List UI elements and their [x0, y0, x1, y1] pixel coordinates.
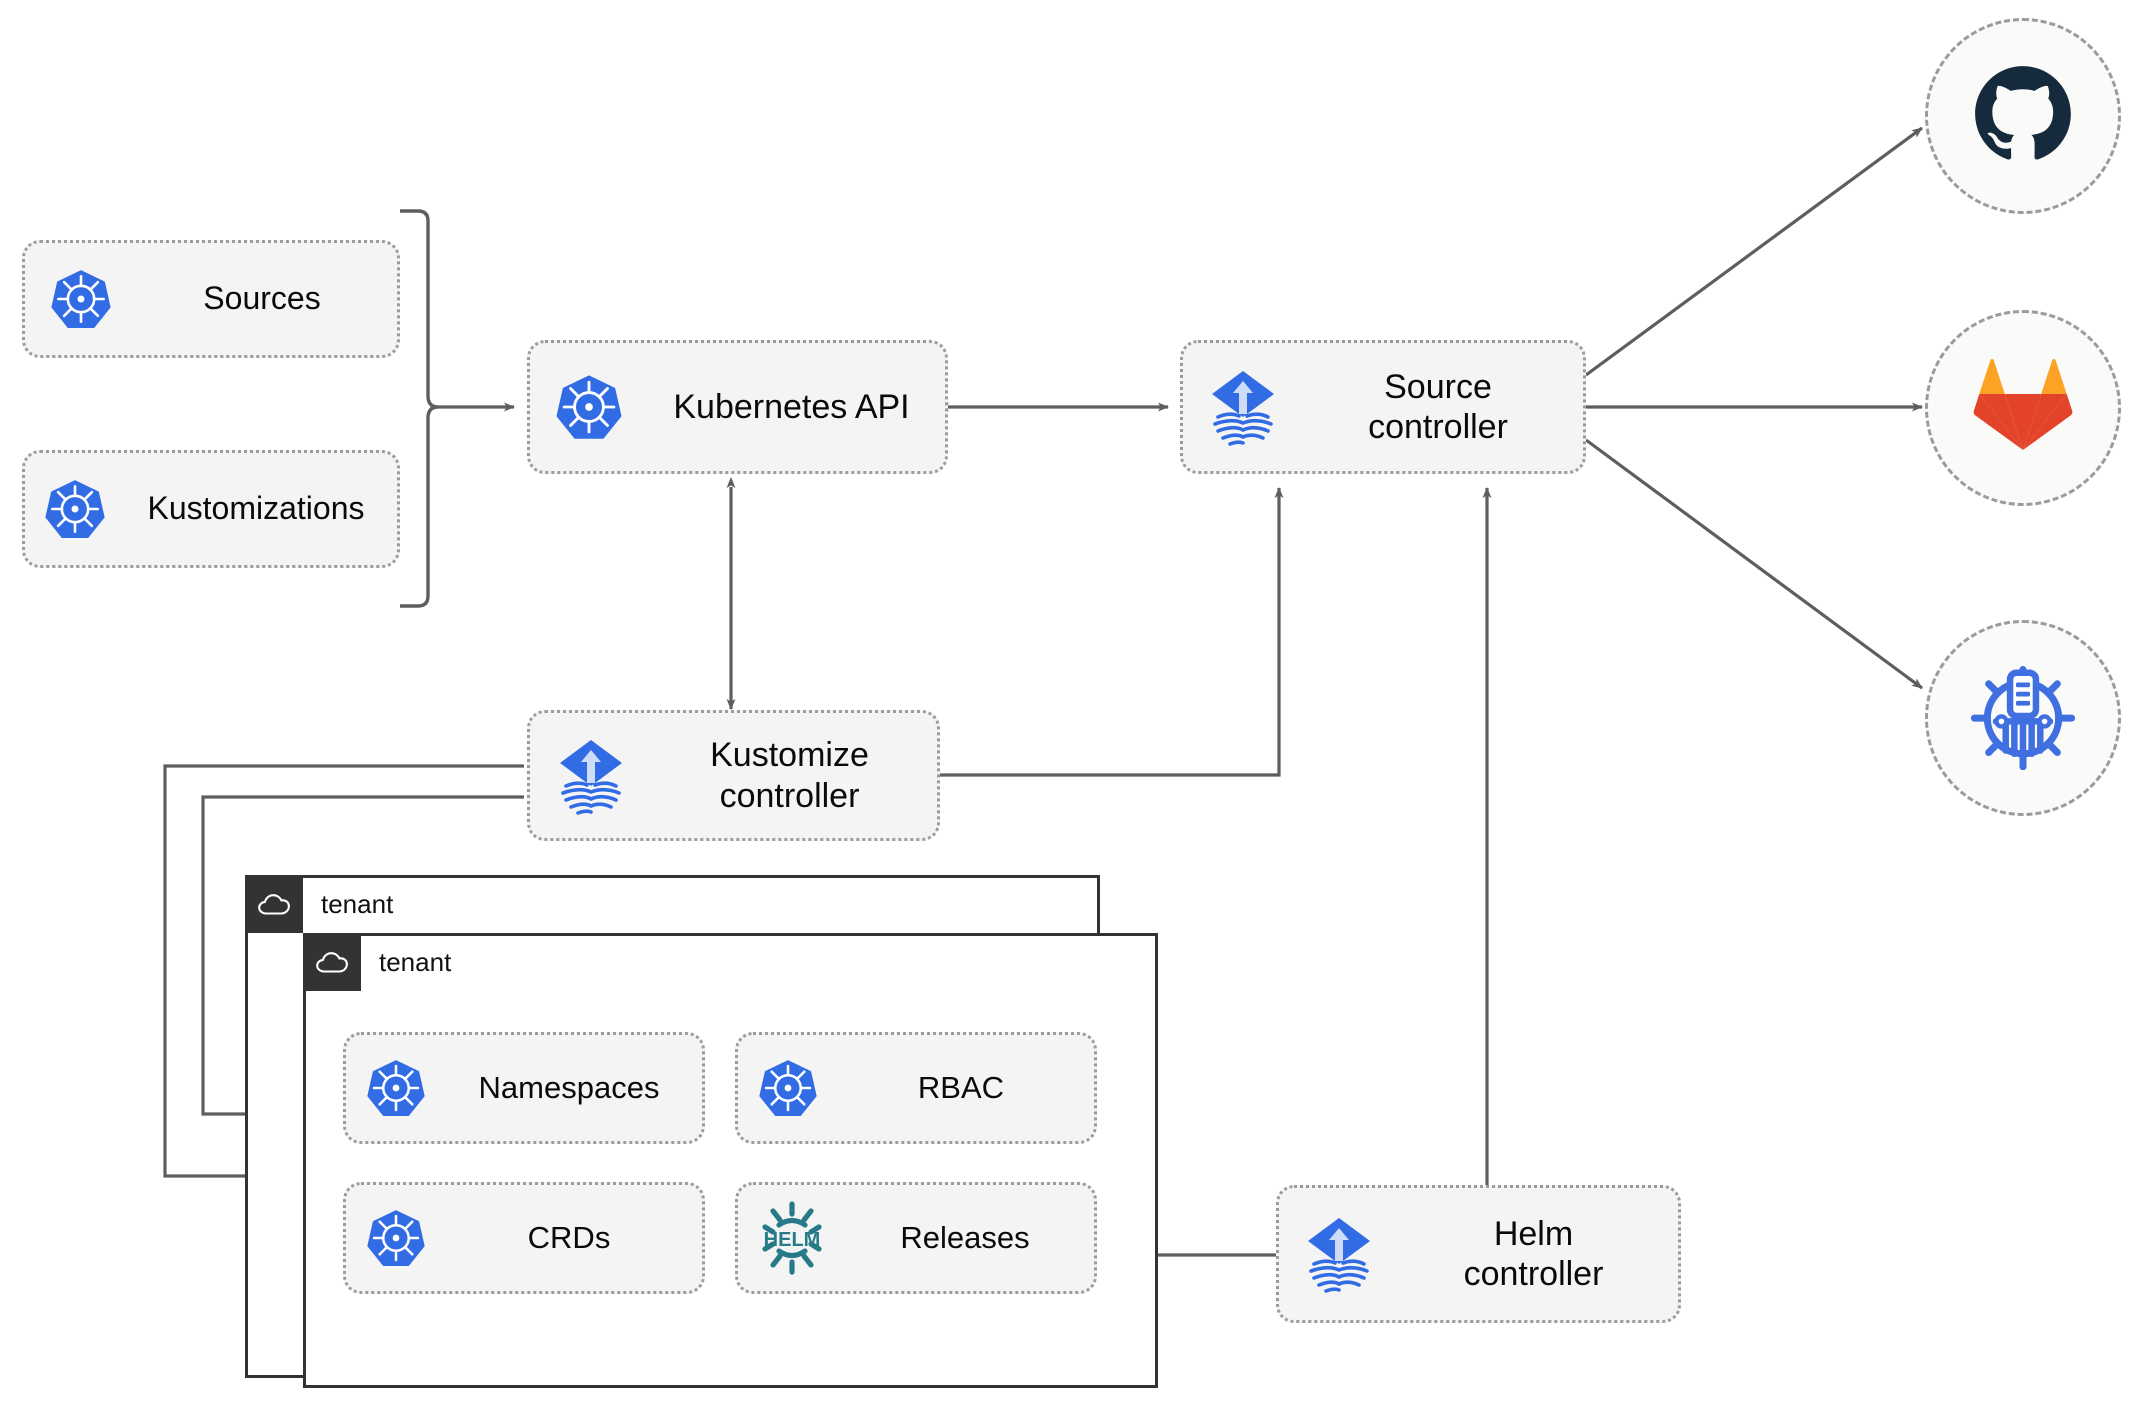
- flux-icon: [530, 736, 652, 816]
- kubernetes-icon: [25, 478, 125, 540]
- cloud-icon: [303, 933, 361, 991]
- flux-icon: [1183, 367, 1303, 447]
- tenant-container-inner: tenant: [303, 933, 1158, 1388]
- gitlab-icon: [1973, 358, 2073, 459]
- node-crds[interactable]: CRDs: [343, 1182, 705, 1294]
- node-kubernetes-api[interactable]: Kubernetes API: [527, 340, 948, 474]
- node-label: Source controller: [1368, 367, 1508, 446]
- node-label: Kustomizations: [147, 490, 365, 527]
- github-icon: [1971, 62, 2075, 171]
- helm-chart-repository-icon: [1969, 662, 2077, 775]
- node-label: RBAC: [917, 1069, 1005, 1105]
- node-label: Helm controller: [1463, 1214, 1604, 1293]
- svg-text:HELM: HELM: [764, 1229, 821, 1251]
- repo-gitlab[interactable]: [1925, 310, 2121, 506]
- repo-helm-charts[interactable]: [1925, 620, 2121, 816]
- node-label: Kubernetes API: [673, 387, 910, 426]
- tenant-label-inner: tenant: [379, 946, 452, 977]
- node-rbac[interactable]: RBAC: [735, 1032, 1097, 1144]
- flux-icon: [1279, 1214, 1399, 1294]
- tenant-header-outer: tenant: [245, 875, 393, 933]
- node-kustomize-controller[interactable]: Kustomize controller: [527, 710, 940, 841]
- kubernetes-icon: [346, 1058, 446, 1118]
- kubernetes-icon: [738, 1058, 838, 1118]
- helm-icon: HELM: [738, 1201, 846, 1275]
- kubernetes-icon: [346, 1208, 446, 1268]
- kubernetes-icon: [25, 268, 137, 330]
- node-label: Namespaces: [478, 1069, 660, 1105]
- node-kustomizations[interactable]: Kustomizations: [22, 450, 400, 568]
- kubernetes-icon: [530, 373, 648, 441]
- node-label: CRDs: [527, 1219, 611, 1255]
- node-source-controller[interactable]: Source controller: [1180, 340, 1586, 474]
- node-label: Sources: [203, 280, 321, 317]
- cloud-icon: [245, 875, 303, 933]
- node-helm-controller[interactable]: Helm controller: [1276, 1185, 1681, 1323]
- node-sources[interactable]: Sources: [22, 240, 400, 358]
- node-namespaces[interactable]: Namespaces: [343, 1032, 705, 1144]
- node-label: Kustomize controller: [710, 736, 869, 815]
- tenant-header-inner: tenant: [303, 933, 451, 991]
- node-label: Releases: [900, 1219, 1030, 1255]
- tenant-label-outer: tenant: [321, 888, 394, 919]
- repo-github[interactable]: [1925, 18, 2121, 214]
- node-releases[interactable]: HELM Releases: [735, 1182, 1097, 1294]
